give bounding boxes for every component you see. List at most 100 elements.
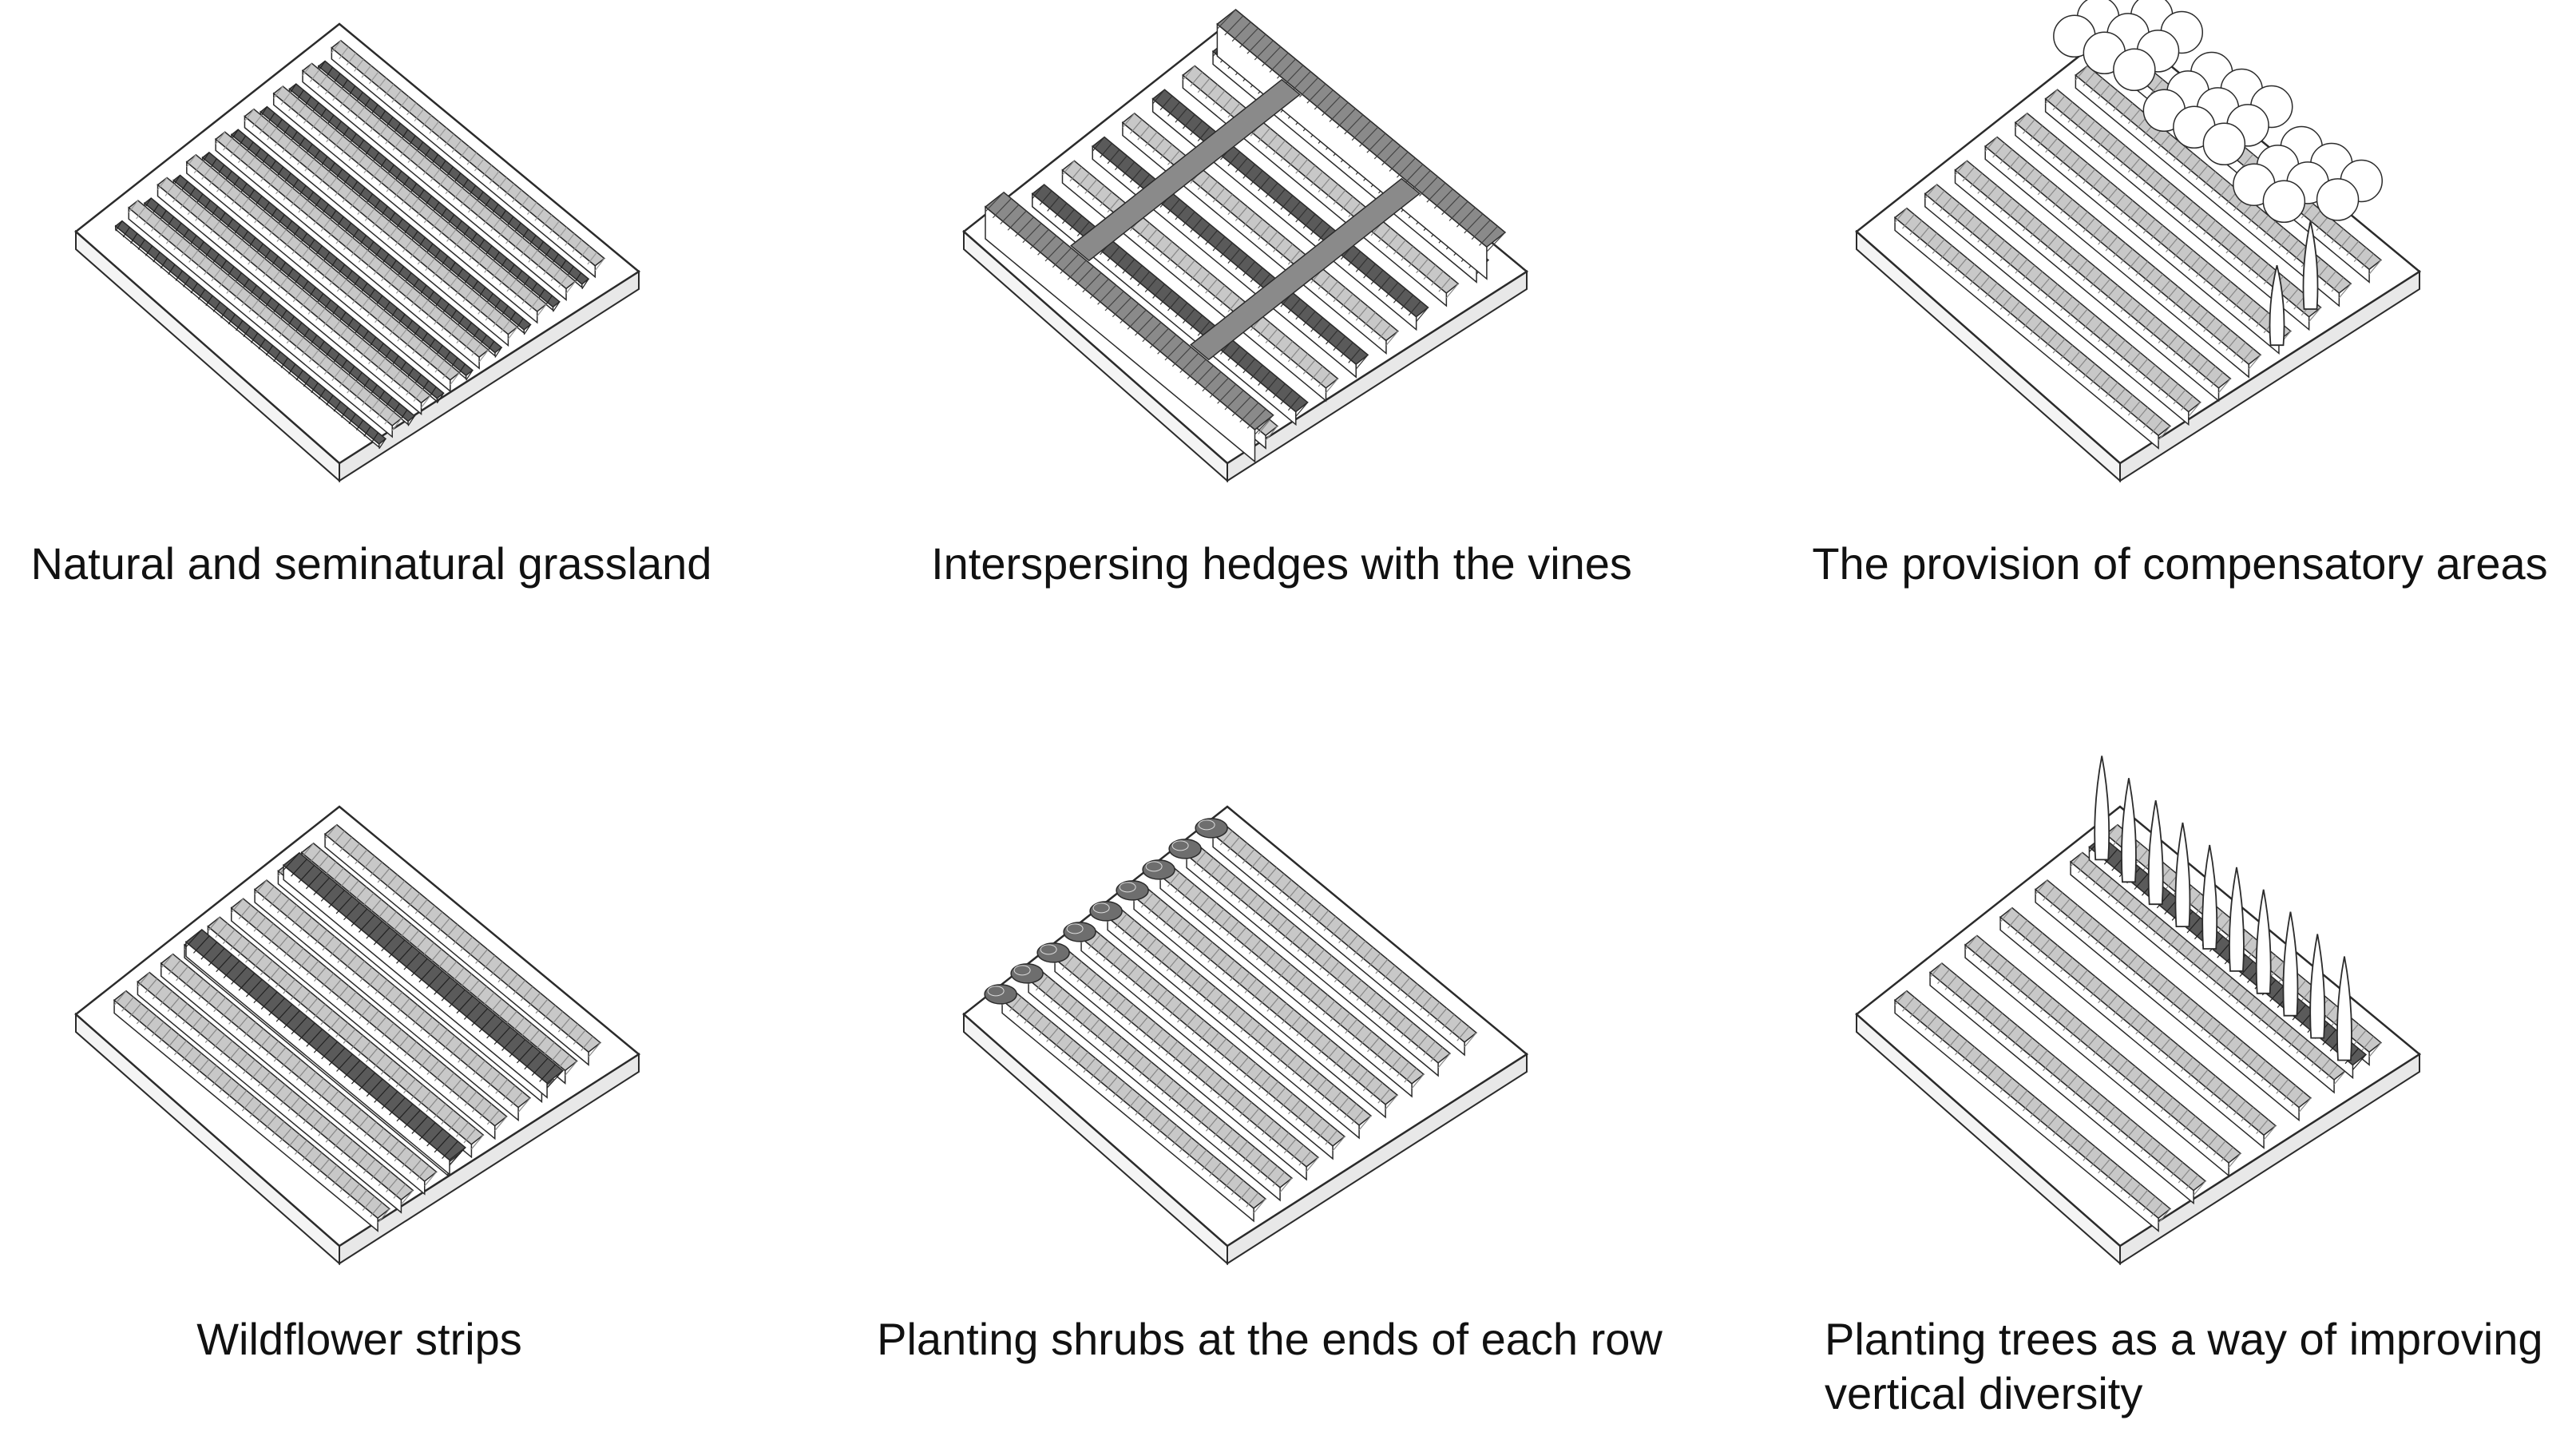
vine-row-stroke bbox=[2075, 162, 2088, 178]
vine-row-stroke bbox=[1265, 1165, 1278, 1180]
vine-row-stroke bbox=[2221, 976, 2233, 992]
vine-row-stroke bbox=[1202, 1071, 1215, 1087]
vine-row-stroke bbox=[1193, 851, 1207, 867]
vine-row-stroke bbox=[1129, 926, 1143, 941]
vine-row-stroke bbox=[335, 1022, 349, 1037]
vine-row-stroke bbox=[2166, 335, 2178, 350]
wildflower-strip-stroke bbox=[524, 1051, 541, 1070]
vine-row-stroke bbox=[1306, 1073, 1320, 1088]
vine-row-stroke bbox=[381, 268, 391, 282]
vine-row-stroke bbox=[355, 1152, 369, 1168]
panel-compensatory bbox=[1845, 0, 2435, 483]
vine-row-stroke bbox=[2158, 328, 2171, 343]
vine-row-stroke bbox=[1370, 318, 1384, 334]
vine-row-stroke bbox=[2050, 1062, 2063, 1077]
vine-row-stroke bbox=[1195, 1065, 1208, 1081]
vine-row-stroke bbox=[1389, 1055, 1402, 1071]
vine-row-stroke bbox=[1427, 1002, 1441, 1017]
vine-row-stroke bbox=[1286, 970, 1298, 986]
vine-row-stroke bbox=[181, 1046, 195, 1061]
vine-row-stroke bbox=[2052, 192, 2066, 208]
vine-row-stroke bbox=[2010, 972, 2023, 988]
vine-row-stroke bbox=[2004, 1025, 2018, 1041]
vine-row-top bbox=[207, 916, 485, 1145]
vine-row-stroke bbox=[1449, 1020, 1462, 1035]
vine-row-stroke bbox=[507, 327, 518, 339]
vine-row bbox=[1893, 207, 2172, 450]
vine-row-stroke bbox=[2037, 938, 2051, 954]
vine-row-stroke bbox=[1144, 131, 1158, 147]
vine-row-stroke bbox=[1148, 898, 1161, 914]
vine-row-stroke bbox=[2150, 419, 2163, 434]
grass-strip-stroke bbox=[436, 392, 445, 404]
vine-row-stroke bbox=[281, 1053, 294, 1069]
vine-row-stroke bbox=[1298, 1151, 1312, 1166]
hedge-row-stroke bbox=[1359, 126, 1379, 147]
vine-row bbox=[1928, 962, 2207, 1205]
vine-row-stroke bbox=[1258, 371, 1270, 386]
vine-row-stroke bbox=[565, 233, 575, 246]
vine-row-stroke bbox=[248, 299, 260, 313]
vine-row-stroke bbox=[1246, 1108, 1260, 1123]
vine-row-stroke bbox=[1237, 972, 1250, 988]
vine-row-stroke bbox=[506, 279, 517, 292]
vine-row-stroke bbox=[202, 214, 213, 228]
vine-row-stroke bbox=[1238, 887, 1251, 903]
vine-row-stroke bbox=[2140, 1136, 2154, 1152]
vine-row-stroke bbox=[2037, 326, 2051, 341]
vine-row-stroke bbox=[2075, 308, 2088, 324]
vine-row-stroke bbox=[526, 202, 537, 215]
vine-row-stroke bbox=[393, 1184, 406, 1199]
vine-row-stroke bbox=[1290, 930, 1303, 946]
hedge-row-stroke bbox=[1344, 114, 1364, 135]
vine-row-stroke bbox=[351, 291, 363, 304]
vine-row-stroke bbox=[331, 40, 342, 54]
vine-row-stroke bbox=[1358, 1115, 1372, 1131]
vine-row-stroke bbox=[2186, 1004, 2198, 1020]
vine-row-stroke bbox=[1106, 991, 1120, 1007]
vine-row-stroke bbox=[1129, 168, 1143, 183]
vine-row-top bbox=[323, 823, 602, 1053]
vine-row-stroke bbox=[404, 1041, 417, 1057]
vine-row-stroke bbox=[362, 1196, 375, 1212]
vine-row-stroke bbox=[376, 905, 390, 920]
vine-row-stroke bbox=[2148, 973, 2161, 989]
vine-row-stroke bbox=[268, 175, 279, 188]
shrub bbox=[984, 984, 1017, 1005]
hedge-row-stroke bbox=[1037, 235, 1057, 256]
vine-row-stroke bbox=[1090, 1064, 1104, 1079]
vine-row-stroke bbox=[226, 281, 236, 294]
vine-row-stroke bbox=[271, 1121, 285, 1136]
vine-row-stroke bbox=[372, 214, 382, 228]
vine-row-stroke bbox=[2361, 1036, 2374, 1051]
vine-row-stroke bbox=[291, 910, 305, 926]
vine-row-stroke bbox=[512, 189, 522, 203]
vine-row-stroke bbox=[2158, 1038, 2171, 1053]
vine-row-stroke bbox=[2278, 233, 2292, 248]
vine-row-stroke bbox=[2218, 184, 2231, 199]
shrub-texture bbox=[1171, 840, 1189, 851]
vine-row-stroke bbox=[2173, 340, 2186, 356]
vine-row-stroke bbox=[2052, 95, 2066, 111]
vine-row-stroke bbox=[1265, 328, 1278, 343]
wildflower-strip-stroke bbox=[546, 1070, 564, 1089]
vine-row-stroke bbox=[1367, 1037, 1380, 1053]
vine-row-stroke bbox=[382, 986, 395, 1001]
hedge-row-stroke bbox=[1216, 9, 1236, 30]
vine-row-stroke bbox=[2052, 339, 2066, 354]
vine-row-stroke bbox=[1265, 231, 1278, 247]
vine-row-stroke bbox=[1107, 197, 1120, 213]
vine-row-stroke bbox=[339, 374, 350, 387]
vine-row-top bbox=[137, 971, 414, 1201]
vine-row-stroke bbox=[1316, 910, 1330, 926]
vine-row-stroke bbox=[351, 1035, 363, 1050]
vine-row-stroke bbox=[471, 343, 482, 356]
vine-row-stroke bbox=[1260, 906, 1274, 922]
wildflower-strip-stroke bbox=[268, 998, 285, 1016]
vine-row-stroke bbox=[520, 244, 531, 256]
vine-row-stroke bbox=[1310, 1117, 1323, 1133]
vine-row-stroke bbox=[317, 75, 327, 89]
vine-row-stroke bbox=[2289, 1033, 2301, 1048]
vine-row-stroke bbox=[2293, 246, 2307, 261]
isometric-plot-trees bbox=[1855, 756, 2422, 1266]
